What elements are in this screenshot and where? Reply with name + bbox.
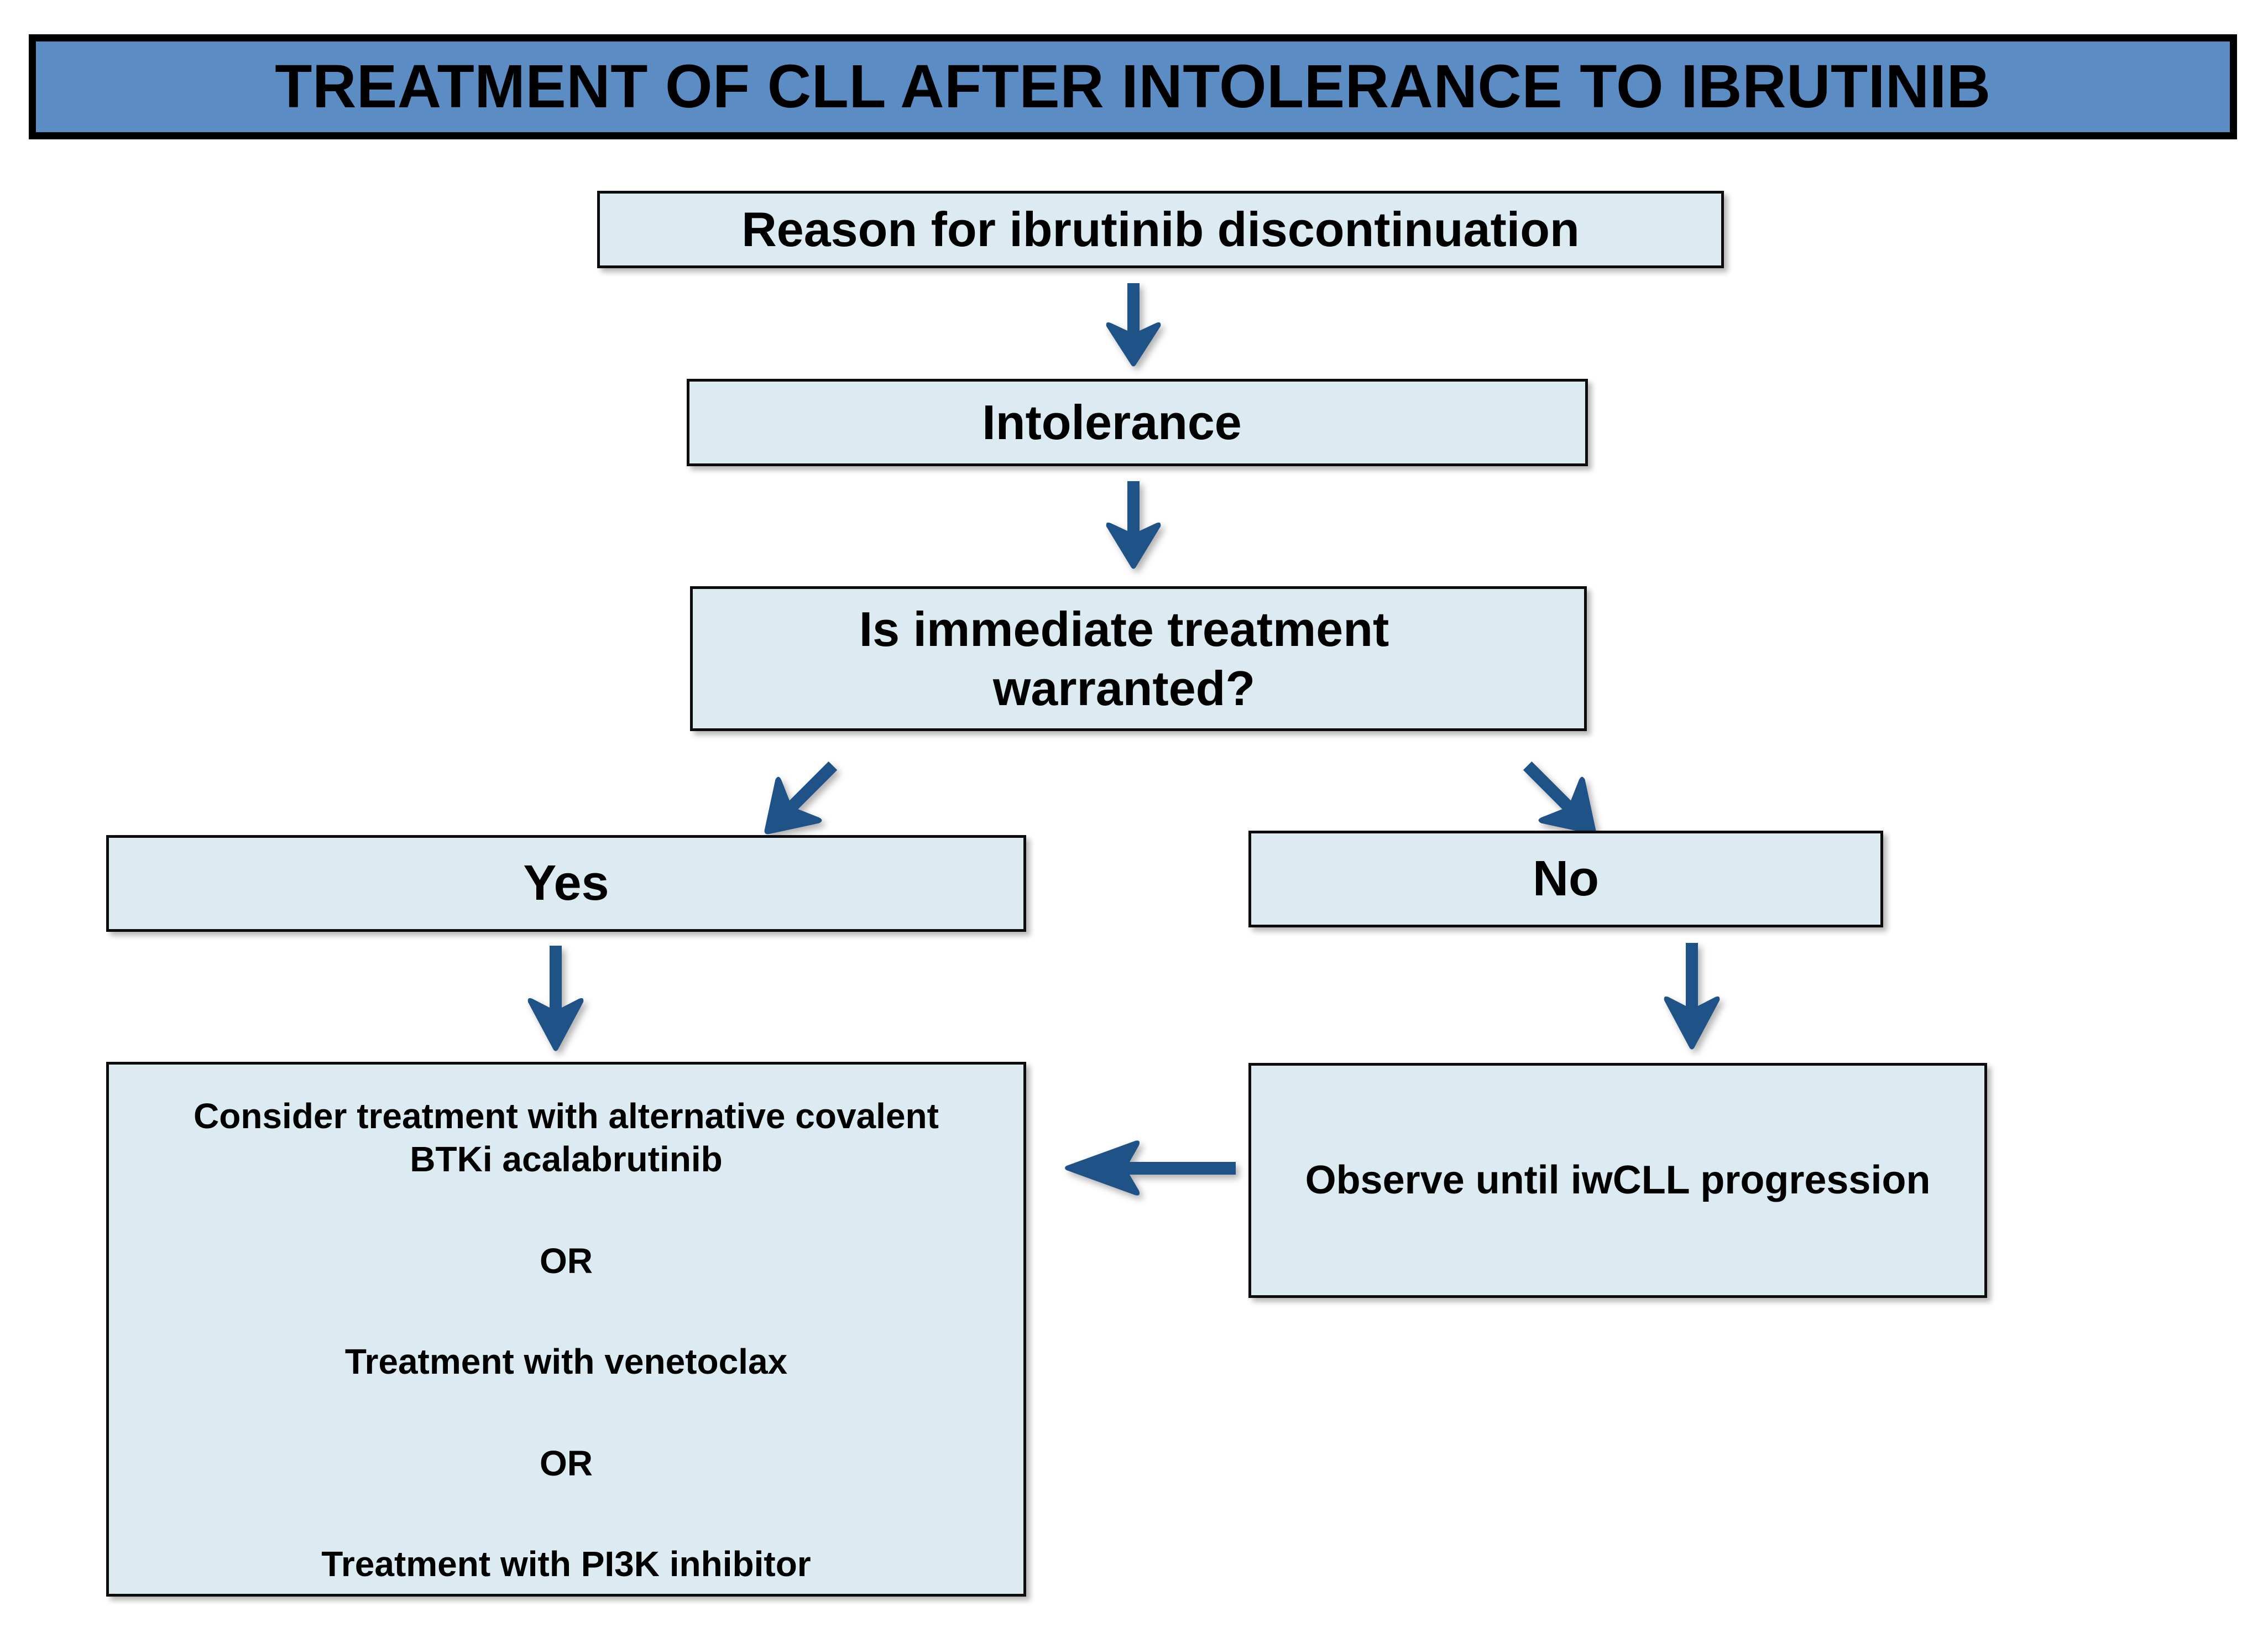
node-intolerance[interactable]: Intolerance (687, 379, 1588, 466)
treatment-option-2: Treatment with venetoclax (344, 1342, 788, 1382)
arrow-down-right-question-to-no (1493, 748, 1628, 850)
node-intolerance-label: Intolerance (982, 395, 1242, 450)
treatment-option-0: Consider treatment with alternative cova… (194, 1096, 939, 1180)
node-treatment-options[interactable]: Consider treatment with alternative cova… (106, 1062, 1026, 1597)
node-reason-label: Reason for ibrutinib discontinuation (741, 202, 1580, 257)
node-reason-for-discontinuation[interactable]: Reason for ibrutinib discontinuation (597, 191, 1724, 268)
arrow-down-intolerance-to-question (1103, 481, 1164, 569)
page-title-banner: TREATMENT OF CLL AFTER INTOLERANCE TO IB… (29, 34, 2237, 139)
arrow-down-reason-to-intolerance (1103, 283, 1164, 367)
treatment-options-list: Consider treatment with alternative cova… (109, 1090, 1023, 1586)
treatment-option-separator-3: OR (540, 1443, 593, 1484)
treatment-option-separator-1: OR (540, 1241, 593, 1281)
node-yes[interactable]: Yes (106, 835, 1026, 932)
arrow-down-no-to-observe (1661, 943, 1722, 1050)
page-title: TREATMENT OF CLL AFTER INTOLERANCE TO IB… (275, 53, 1991, 121)
node-observe-until-progression[interactable]: Observe until iwCLL progression (1248, 1063, 1987, 1298)
arrow-down-yes-to-treatments (525, 946, 586, 1051)
node-yes-label: Yes (523, 855, 609, 911)
arrow-down-left-question-to-yes (733, 748, 868, 850)
treatment-option-4: Treatment with PI3K inhibitor (321, 1544, 811, 1584)
node-no-label: No (1533, 851, 1599, 906)
node-no[interactable]: No (1248, 831, 1883, 927)
node-observe-label: Observe until iwCLL progression (1305, 1157, 1931, 1202)
arrow-left-observe-to-treatments (1064, 1136, 1236, 1200)
